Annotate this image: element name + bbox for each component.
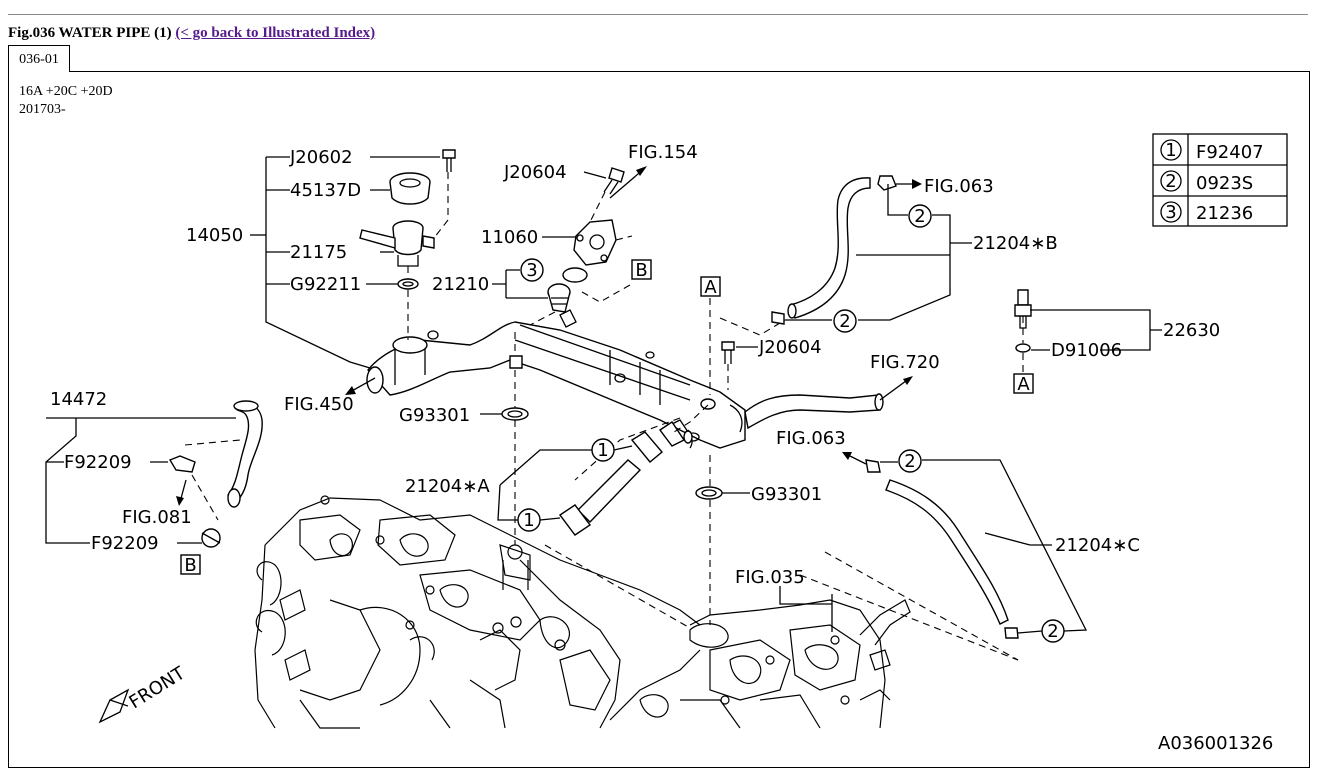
drawing-id: A036001326 bbox=[1158, 733, 1273, 754]
svg-text:1: 1 bbox=[597, 440, 608, 461]
svg-text:A: A bbox=[704, 277, 717, 298]
label-fig154: FIG.154 bbox=[628, 142, 698, 163]
label-fig720: FIG.720 bbox=[870, 352, 940, 373]
ref-box-a-right: A bbox=[1013, 373, 1034, 395]
label-22630: 22630 bbox=[1163, 320, 1220, 341]
circle-ref-2-b-top: 2 bbox=[908, 204, 932, 228]
dashed-reference-lines bbox=[184, 298, 1024, 661]
label-14050: 14050 bbox=[186, 225, 243, 246]
label-fig063-mid: FIG.063 bbox=[776, 428, 846, 449]
label-21210: 21210 bbox=[432, 274, 489, 295]
front-label: FRONT bbox=[126, 662, 190, 713]
label-g92211: G92211 bbox=[290, 274, 361, 295]
engine-block-drawing bbox=[254, 495, 911, 729]
circled-refs: 2 2 3 1 1 2 2 bbox=[517, 204, 1065, 643]
circle-ref-2-b-bottom: 2 bbox=[833, 309, 857, 333]
label-fig063-top: FIG.063 bbox=[924, 176, 994, 197]
applicability-info: 16A +20C +20D 201703- bbox=[19, 83, 113, 119]
label-11060: 11060 bbox=[481, 227, 538, 248]
circle-ref-2-c-top: 2 bbox=[898, 449, 922, 473]
svg-text:2: 2 bbox=[839, 311, 850, 332]
ref-box-b-top: B bbox=[631, 259, 652, 281]
svg-text:2: 2 bbox=[904, 451, 915, 472]
housing-11060-parts bbox=[529, 167, 633, 326]
label-j20604-top: J20604 bbox=[503, 162, 567, 183]
svg-text:3: 3 bbox=[526, 260, 537, 281]
label-fig081: FIG.081 bbox=[122, 507, 192, 528]
legend-num-1: 1 bbox=[1165, 140, 1176, 161]
circle-ref-3: 3 bbox=[520, 258, 544, 282]
back-to-index-link[interactable]: (< go back to Illustrated Index) bbox=[175, 25, 376, 41]
svg-text:A: A bbox=[1017, 374, 1030, 395]
legend-table: 1 F92407 2 0923S 3 21236 bbox=[1152, 133, 1288, 227]
leader-lines bbox=[45, 156, 1162, 634]
legend-num-2: 2 bbox=[1165, 171, 1176, 192]
label-45137d: 45137D bbox=[290, 180, 361, 201]
ref-box-a-top: A bbox=[700, 276, 721, 298]
diagram-frame bbox=[8, 71, 1310, 768]
thermostat-parts bbox=[359, 149, 456, 340]
label-fig450: FIG.450 bbox=[284, 394, 354, 415]
part-labels: J20602 45137D 14050 21175 G92211 J20604 … bbox=[50, 142, 1273, 754]
svg-text:2: 2 bbox=[914, 206, 925, 227]
label-21204c: 21204∗C bbox=[1055, 535, 1140, 556]
label-21204a: 21204∗A bbox=[405, 476, 490, 497]
water-pipe-14050 bbox=[366, 309, 884, 449]
legend-num-3: 3 bbox=[1165, 202, 1176, 223]
label-j20602: J20602 bbox=[289, 147, 353, 168]
page-title: Fig.036 WATER PIPE (1) (< go back to Ill… bbox=[8, 25, 375, 42]
label-14472: 14472 bbox=[50, 389, 107, 410]
label-fig035: FIG.035 bbox=[735, 567, 805, 588]
legend-row-2: 2 0923S bbox=[1160, 170, 1253, 194]
arrows bbox=[176, 166, 922, 506]
label-21204b: 21204∗B bbox=[973, 233, 1058, 254]
svg-text:1: 1 bbox=[523, 510, 534, 531]
circle-ref-2-c-bottom: 2 bbox=[1041, 619, 1065, 643]
legend-code-2: 0923S bbox=[1196, 173, 1253, 194]
front-direction-indicator: FRONT bbox=[98, 662, 190, 724]
hose-14472 bbox=[168, 400, 263, 548]
top-rule bbox=[8, 14, 1308, 15]
legend-row-1: 1 F92407 bbox=[1160, 139, 1264, 163]
circle-ref-1-bottom: 1 bbox=[517, 508, 541, 532]
applicability-models: 16A +20C +20D bbox=[19, 84, 113, 99]
label-21175: 21175 bbox=[290, 242, 347, 263]
svg-text:2: 2 bbox=[1047, 621, 1058, 642]
tab-036-01[interactable]: 036-01 bbox=[8, 45, 70, 72]
ref-box-b-left: B bbox=[180, 554, 201, 576]
gaskets bbox=[501, 341, 735, 500]
applicability-date: 201703- bbox=[19, 102, 66, 117]
label-j20604-mid: J20604 bbox=[758, 337, 822, 358]
label-g93301-left: G93301 bbox=[399, 405, 470, 426]
svg-text:B: B bbox=[635, 260, 647, 281]
circle-ref-1-top: 1 bbox=[591, 438, 615, 462]
figure-title: Fig.036 WATER PIPE (1) bbox=[8, 25, 172, 41]
label-f92209-top: F92209 bbox=[64, 452, 132, 473]
legend-code-3: 21236 bbox=[1196, 203, 1253, 224]
hose-21204-c bbox=[865, 459, 1019, 639]
label-g93301-right: G93301 bbox=[751, 484, 822, 505]
label-d91006: D91006 bbox=[1051, 340, 1122, 361]
hose-21204-b bbox=[771, 175, 897, 325]
legend-row-3: 3 21236 bbox=[1160, 201, 1253, 224]
hose-21204-a bbox=[558, 421, 693, 536]
svg-text:B: B bbox=[184, 555, 196, 576]
label-f92209-bottom: F92209 bbox=[91, 533, 159, 554]
sensor-22630 bbox=[1014, 289, 1032, 353]
legend-code-1: F92407 bbox=[1196, 142, 1264, 163]
boxed-refs: B A A B bbox=[180, 259, 1034, 576]
